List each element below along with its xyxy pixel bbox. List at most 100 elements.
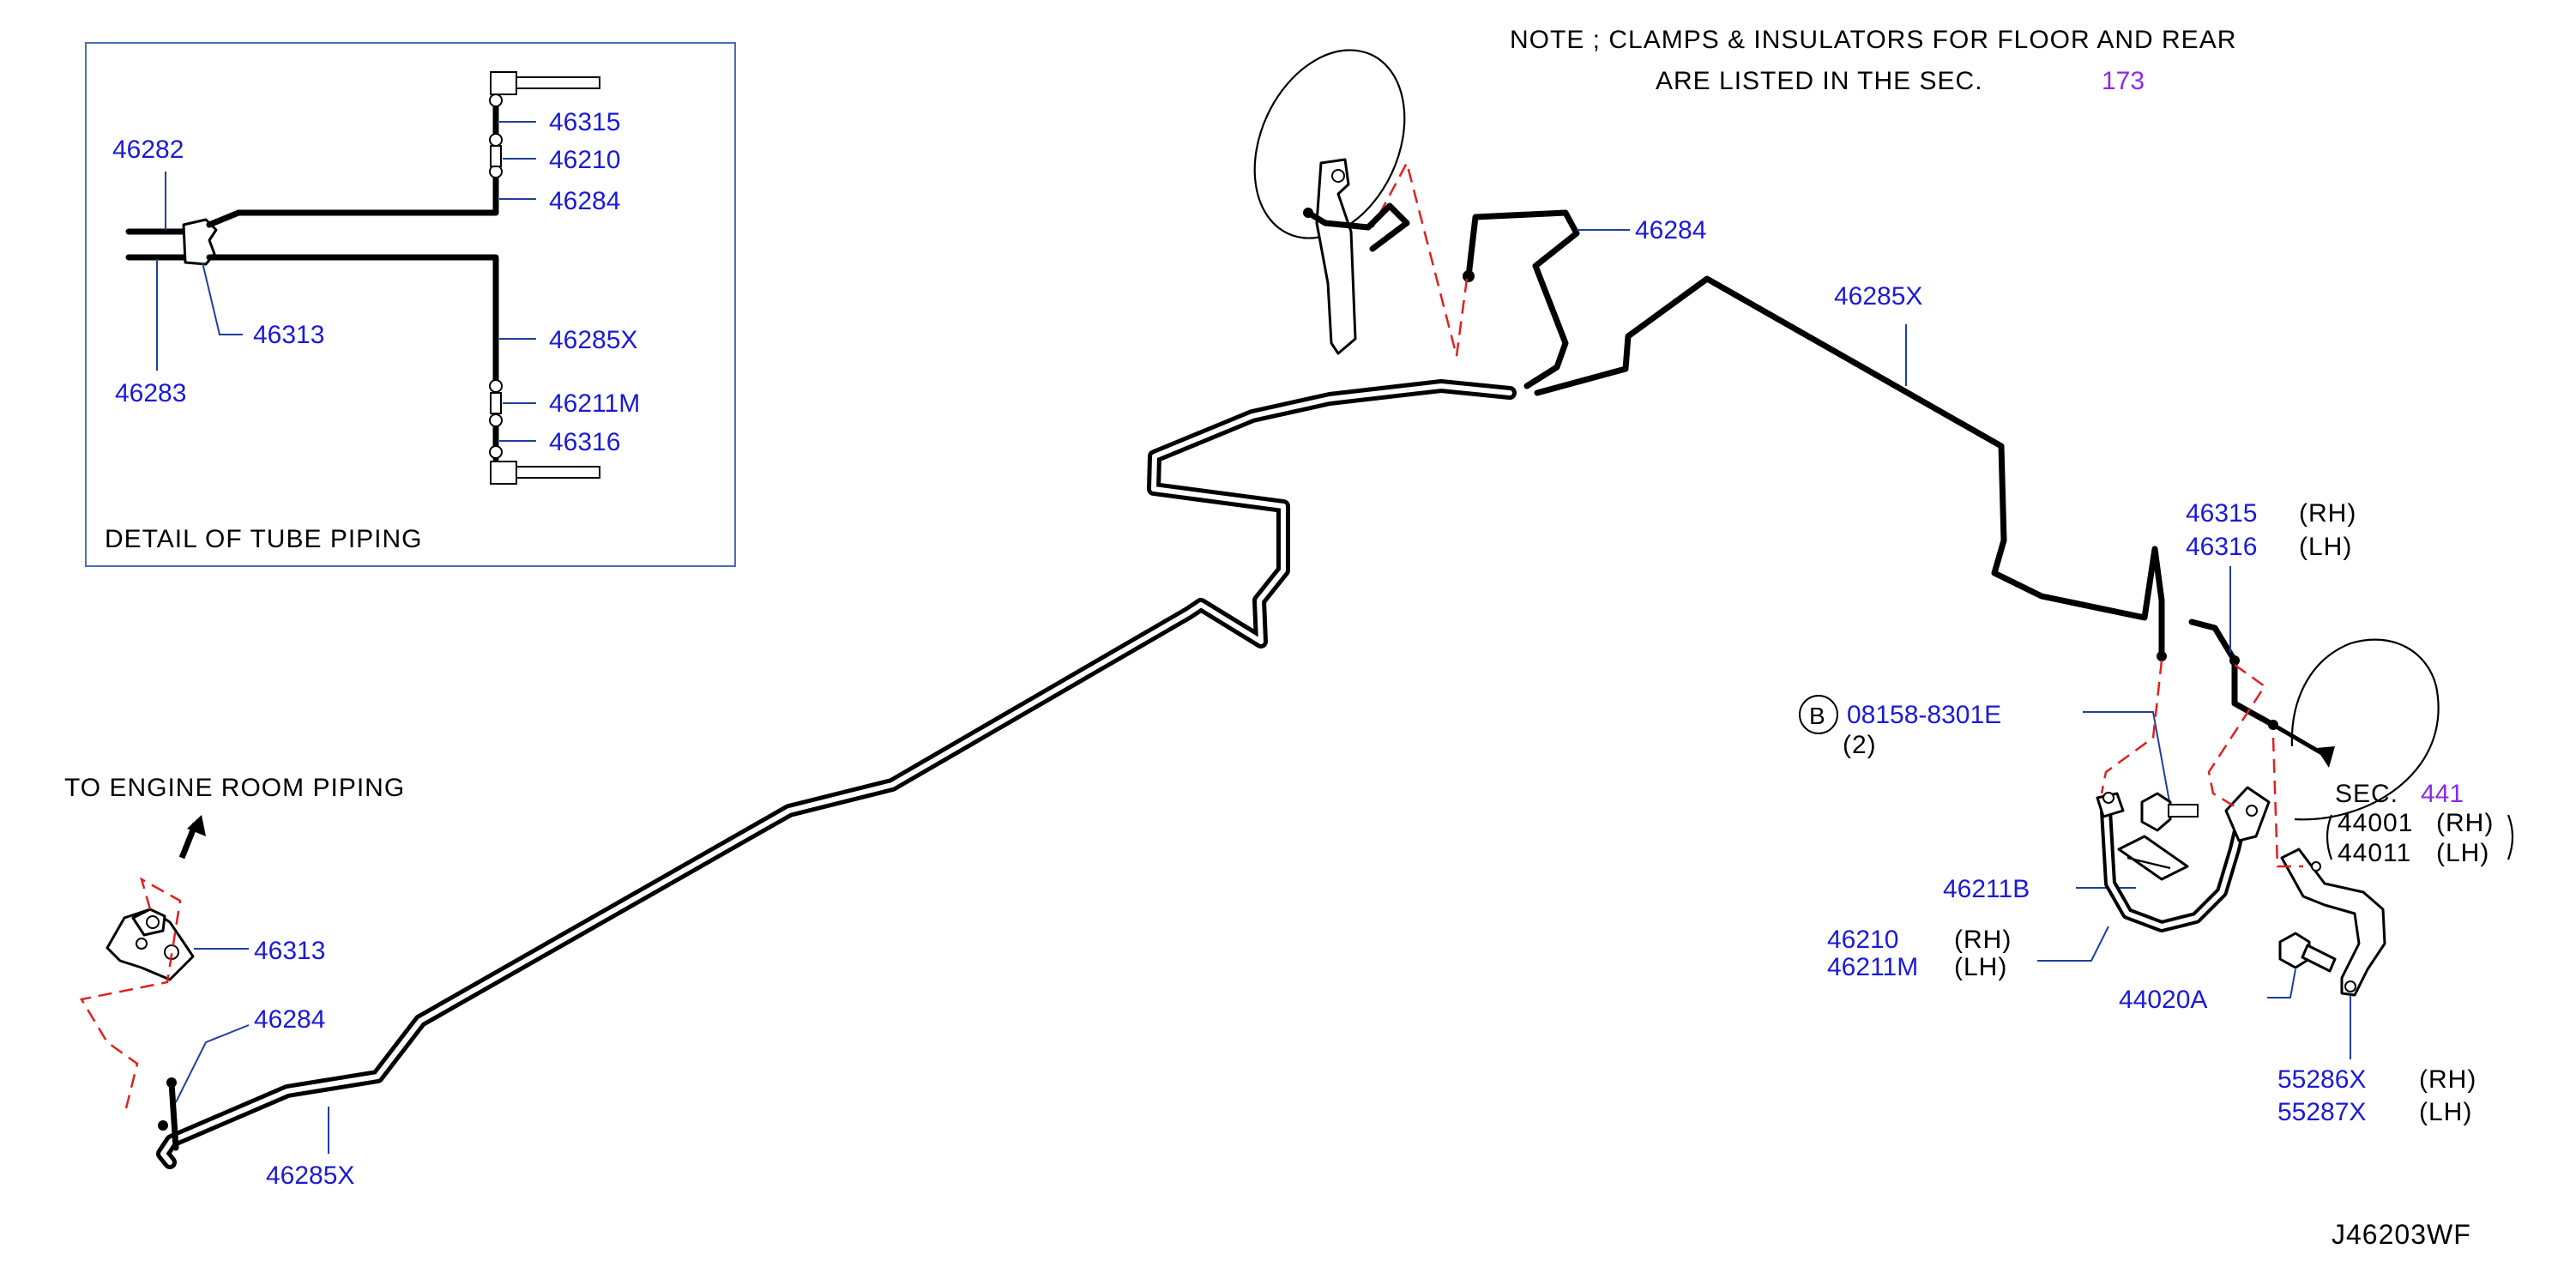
- detail-title: DETAIL OF TUBE PIPING: [105, 525, 423, 553]
- label-rear-46316-side: (LH): [2299, 533, 2352, 561]
- hose-fitting-left-nut: [2102, 792, 2114, 804]
- label-detail-46285x[interactable]: 46285X: [549, 326, 637, 354]
- bolt-symbol-circle: [1799, 695, 1838, 734]
- label-rear-46210[interactable]: 46210: [1827, 926, 1898, 954]
- label-rear-46211b[interactable]: 46211B: [1943, 875, 2030, 903]
- label-detail-46315[interactable]: 46315: [549, 108, 620, 136]
- label-engine-46313[interactable]: 46313: [254, 937, 325, 965]
- sec441-arrow-shaft: [2271, 722, 2326, 757]
- label-top-46284[interactable]: 46284: [1635, 216, 1706, 244]
- rear-brake-pipe: [1534, 275, 2335, 768]
- detail-bracket-bottom: [490, 461, 517, 485]
- leader-rear-44020a: [2267, 968, 2296, 998]
- detail-hose-a: [490, 145, 502, 167]
- label-rear-46211m-side: (LH): [1954, 953, 2007, 981]
- label-rear-46316[interactable]: 46316: [2186, 533, 2257, 561]
- bolt-head: [2140, 792, 2172, 832]
- label-detail-46316[interactable]: 46316: [549, 428, 620, 456]
- rear-pipe-end-lh: [2229, 655, 2240, 666]
- diagram-id: J46203WF: [2332, 1219, 2471, 1250]
- engine-connector-hole-3: [136, 938, 148, 950]
- sec441-arrow-head: [2316, 746, 2335, 768]
- engine-room-text: TO ENGINE ROOM PIPING: [64, 774, 405, 802]
- bracket-44020a: [2280, 848, 2386, 997]
- top-clip-pipe: [1305, 202, 1410, 252]
- bracket-right: [2507, 814, 2514, 860]
- note-line-2: ARE LISTED IN THE SEC.: [1656, 67, 1983, 95]
- label-detail-46211m[interactable]: 46211M: [549, 389, 640, 418]
- label-rear-46315-side: (RH): [2299, 499, 2356, 528]
- label-rear-44011-side: (LH): [2436, 839, 2489, 867]
- label-detail-46313[interactable]: 46313: [253, 321, 324, 349]
- top-guide-dash: [1371, 160, 1469, 357]
- engine-connector-block: [106, 908, 195, 981]
- detail-hose-b: [490, 392, 502, 414]
- brake-hose-inner: [2103, 808, 2243, 929]
- detail-of-tube-piping: 46282 46283 46313 46315 46210 46284 4628…: [85, 42, 736, 567]
- label-rear-44020a[interactable]: 44020A: [2119, 986, 2207, 1014]
- label-rear-55287x-side: (LH): [2419, 1098, 2472, 1126]
- label-rear-bolt[interactable]: 08158-8301E: [1847, 701, 2001, 729]
- label-engine-46284[interactable]: 46284: [254, 1005, 325, 1034]
- label-detail-46283[interactable]: 46283: [115, 379, 186, 407]
- detail-joint-a: [489, 165, 503, 178]
- rear-pipe-lh: [2188, 618, 2277, 728]
- top-clip-pipe-end: [1303, 208, 1313, 218]
- detail-joint-e: [489, 413, 503, 427]
- label-rear-46315[interactable]: 46315: [2186, 499, 2257, 528]
- detail-bracket-bottom-bar: [516, 466, 600, 479]
- label-detail-46282[interactable]: 46282: [112, 136, 184, 164]
- label-rear-bolt-qty: (2): [1843, 731, 1877, 759]
- leader-rear-bolt: [2083, 711, 2171, 807]
- engine-connector-hole-1: [146, 915, 160, 929]
- detail-bracket-top: [490, 71, 517, 95]
- leader-engine-46284: [175, 1024, 250, 1103]
- note-block: NOTE ; CLAMPS & INSULATORS FOR FLOOR AND…: [1510, 26, 2236, 95]
- note-line-1: NOTE ; CLAMPS & INSULATORS FOR FLOOR AND…: [1510, 26, 2236, 54]
- bracket-bolt-shank: [2301, 944, 2337, 973]
- rear-guide-dash-lh: [2207, 663, 2266, 808]
- engine-pipe-end-2: [158, 1120, 168, 1131]
- label-detail-46284[interactable]: 46284: [549, 187, 620, 215]
- label-rear-44001[interactable]: 44001: [2338, 809, 2413, 837]
- top-pipe-46284: [1465, 209, 1580, 389]
- top-clip-body: [1315, 158, 1357, 355]
- caliper-detail-arc: [2290, 638, 2440, 821]
- rear-pipe-path: [1534, 275, 2165, 660]
- detail-bracket-top-bar: [516, 76, 600, 89]
- bolt-shank: [2168, 804, 2199, 817]
- bracket-guide-dash: [2271, 737, 2303, 868]
- label-top-46285x[interactable]: 46285X: [1834, 282, 1922, 311]
- label-rear-44001-side: (RH): [2436, 809, 2494, 837]
- label-rear-46211m[interactable]: 46211M: [1827, 953, 1918, 981]
- detail-pipe-lower-out: [206, 254, 499, 389]
- detail-frame: [85, 42, 736, 567]
- label-rear-55287x[interactable]: 55287X: [2277, 1098, 2366, 1126]
- engine-room-arrow-head: [187, 815, 206, 836]
- detail-joint-b: [489, 133, 503, 147]
- top-detail-circle: [1253, 49, 1406, 239]
- main-brake-pipe-double: [156, 379, 1517, 1169]
- detail-joint-c: [489, 94, 503, 107]
- label-sec441-link[interactable]: 441: [2421, 780, 2464, 808]
- engine-guide-dash: [80, 877, 182, 1116]
- main-pipe-inner: [160, 383, 1512, 1165]
- top-pipe-end: [1463, 270, 1475, 282]
- bracket-left: [2326, 814, 2333, 860]
- top-pipe-section: 46284 46285X: [1253, 49, 1922, 389]
- detail-joint-f: [489, 445, 503, 459]
- bracket-hole: [2344, 980, 2356, 992]
- label-rear-55286x-side: (RH): [2419, 1065, 2476, 1094]
- rear-wheel-section: 46315 (RH) 46316 (LH) B 08158-8301E (2) …: [1799, 499, 2514, 1126]
- hose-fitting-right-hole: [2246, 805, 2258, 817]
- label-rear-55286x[interactable]: 55286X: [2277, 1065, 2366, 1094]
- label-engine-46285x[interactable]: 46285X: [266, 1161, 354, 1190]
- note-section-link[interactable]: 173: [2102, 67, 2145, 95]
- label-detail-46210[interactable]: 46210: [549, 146, 620, 174]
- rear-guide-dash-rh: [2100, 660, 2163, 794]
- engine-pipe-46284: [168, 1079, 179, 1151]
- rear-pipe-end-rh: [2157, 651, 2167, 661]
- label-rear-44011[interactable]: 44011: [2338, 839, 2411, 867]
- bracket-hole-2: [2311, 861, 2321, 872]
